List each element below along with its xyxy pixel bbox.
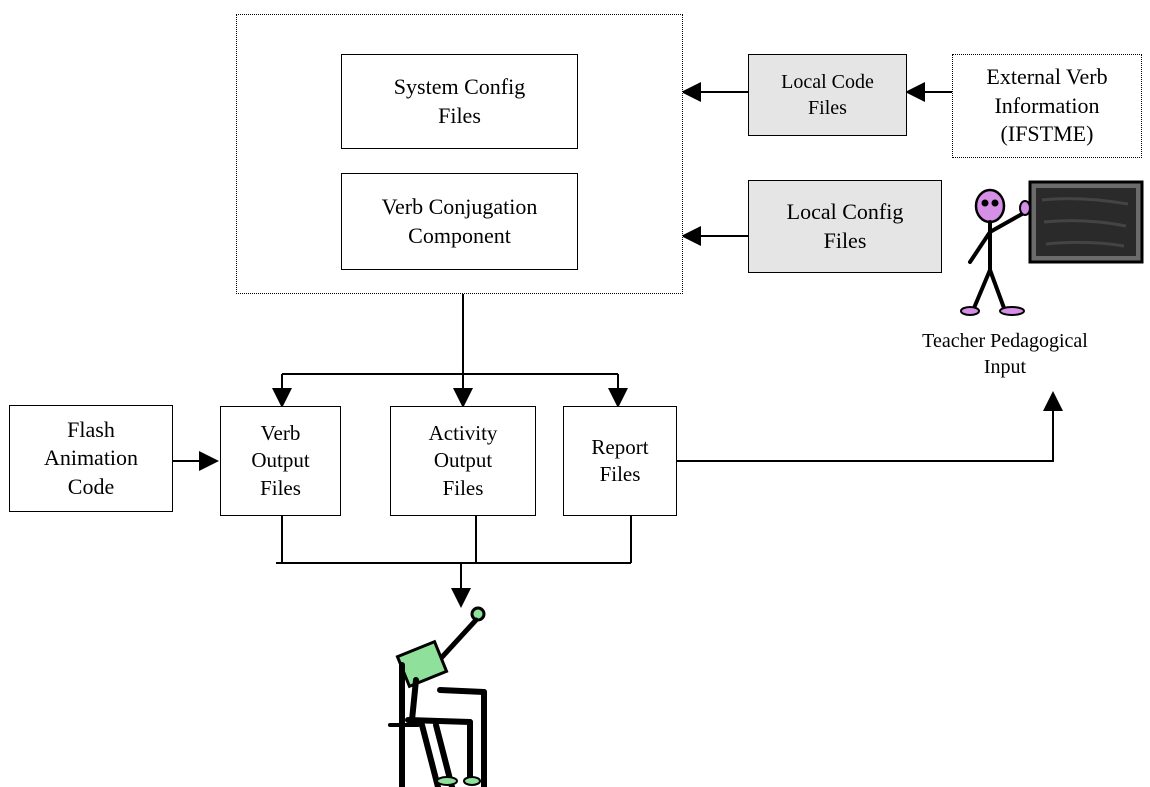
arrow-report-to-teacher [677, 391, 1063, 462]
activity-output-files-box: Activity Output Files [390, 406, 536, 516]
student-figure-icon [388, 606, 487, 787]
flash-animation-code-box: Flash Animation Code [9, 405, 173, 512]
local-code-files-label: Local Code Files [781, 71, 874, 119]
verb-conjugation-component-box: Verb Conjugation Component [341, 173, 578, 270]
verb-conjugation-component-label: Verb Conjugation Component [381, 193, 538, 248]
teacher-pedagogical-input-caption: Teacher Pedagogical Input [922, 330, 1088, 378]
verb-output-files-box: Verb Output Files [220, 406, 341, 516]
external-verb-information-box: External Verb Information (IFSTME) [952, 54, 1142, 158]
verb-output-files-label: Verb Output Files [251, 421, 310, 500]
teacher-figure-icon [960, 188, 1031, 316]
report-files-label: Report Files [591, 434, 649, 486]
local-config-files-label: Local Config Files [786, 198, 904, 253]
local-code-files-box: Local Code Files [748, 54, 907, 136]
flash-animation-code-label: Flash Animation Code [43, 416, 139, 499]
system-config-files-box: System Config Files [341, 54, 578, 149]
system-config-files-label: System Config Files [393, 73, 526, 128]
external-verb-information-label: External Verb Information (IFSTME) [986, 64, 1108, 147]
chalkboard-icon [1028, 180, 1144, 264]
activity-output-files-label: Activity Output Files [428, 421, 498, 500]
report-files-box: Report Files [563, 406, 677, 516]
connectors [173, 82, 1063, 608]
local-config-files-box: Local Config Files [748, 180, 942, 273]
